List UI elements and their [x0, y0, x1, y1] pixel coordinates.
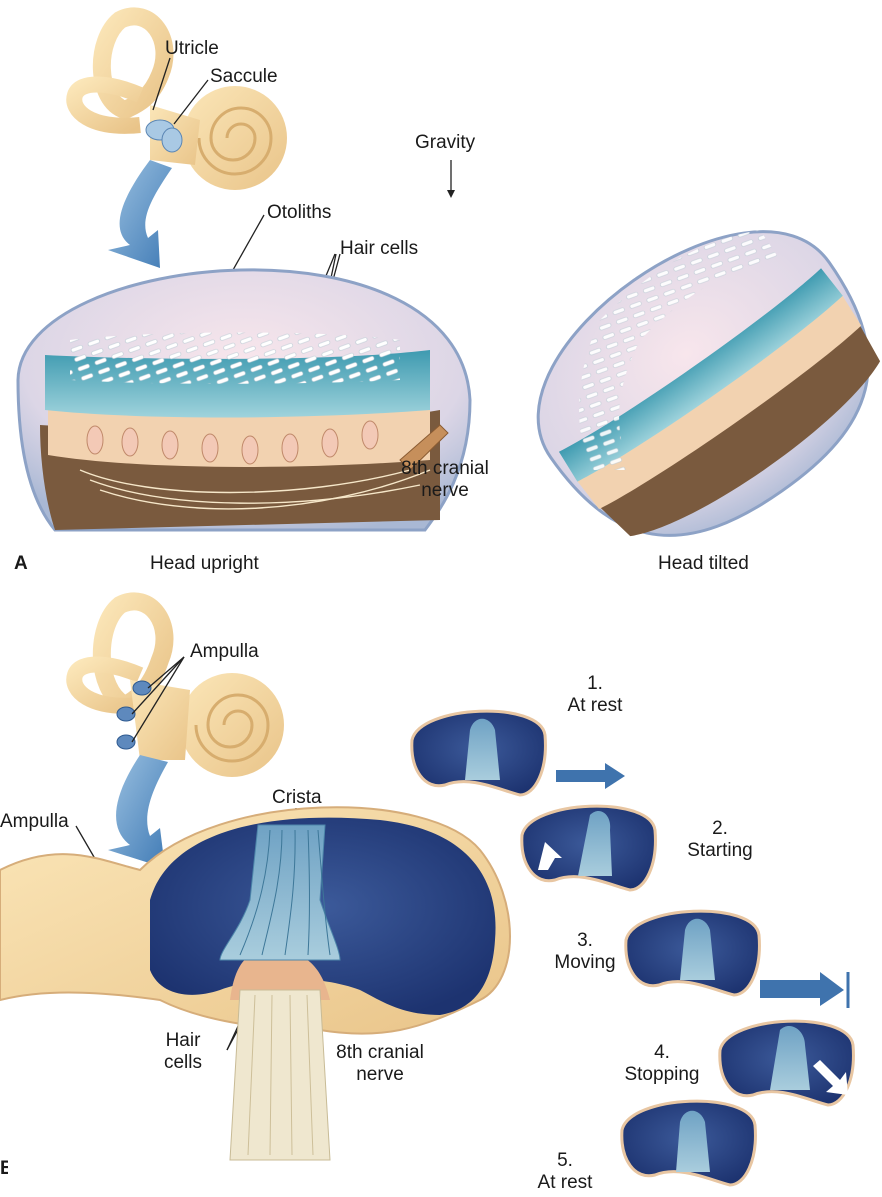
label-crista: Crista — [272, 787, 322, 809]
sequence-label-1: 1. At rest — [545, 673, 645, 717]
sequence-label-5: 5. At rest — [520, 1150, 610, 1194]
label-otoliths: Otoliths — [267, 202, 331, 224]
label-utricle: Utricle — [165, 38, 219, 60]
label-hair-cells-a: Hair cells — [340, 238, 418, 260]
label-8th-cranial-nerve-a: 8th cranial nerve — [395, 458, 495, 502]
chamber-3 — [626, 911, 760, 995]
chamber-5 — [622, 1101, 756, 1185]
label-hair-cells-b: Hair cells — [148, 1030, 218, 1074]
rotation-arrow-4 — [760, 972, 844, 1006]
sequence-text: Moving — [540, 952, 630, 974]
nerve-line-2: nerve — [325, 1064, 435, 1086]
nerve-line-1: 8th cranial — [395, 458, 495, 480]
chamber-1 — [412, 711, 546, 795]
sequence-number: 3. — [540, 930, 630, 952]
sequence-number: 1. — [545, 673, 645, 695]
label-ampulla-top: Ampulla — [190, 641, 259, 663]
sequence-label-4: 4. Stopping — [612, 1042, 712, 1086]
nerve-line-2: nerve — [395, 480, 495, 502]
label-saccule: Saccule — [210, 66, 278, 88]
label-head-tilted: Head tilted — [658, 553, 749, 575]
chamber-2 — [522, 806, 656, 890]
macula-tilted — [495, 183, 882, 589]
sequence-label-3: 3. Moving — [540, 930, 630, 974]
hair-line-1: Hair — [148, 1030, 218, 1052]
sequence-number: 5. — [520, 1150, 610, 1172]
label-gravity: Gravity — [415, 132, 475, 154]
chamber-4 — [720, 1021, 854, 1105]
sequence-text: Starting — [670, 840, 770, 862]
panel-letter-a: A — [14, 553, 28, 575]
panel-letter-b: B — [0, 1158, 8, 1180]
nerve-line-1: 8th cranial — [325, 1042, 435, 1064]
sequence-text: At rest — [545, 695, 645, 717]
label-8th-cranial-nerve-b: 8th cranial nerve — [325, 1042, 435, 1086]
rotation-arrow-1 — [556, 763, 625, 789]
sequence-number: 4. — [612, 1042, 712, 1064]
hair-line-2: cells — [148, 1052, 218, 1074]
ampulla-large — [0, 807, 510, 1160]
label-head-upright: Head upright — [150, 553, 259, 575]
sequence-label-2: 2. Starting — [670, 818, 770, 862]
zoom-arrow-a — [108, 160, 172, 268]
sequence-text: Stopping — [612, 1064, 712, 1086]
label-ampulla-left: Ampulla — [0, 811, 69, 833]
labyrinth-icon-b — [74, 601, 284, 777]
zoom-arrow-b — [108, 755, 168, 868]
sequence-text: At rest — [520, 1172, 610, 1194]
sequence-number: 2. — [670, 818, 770, 840]
